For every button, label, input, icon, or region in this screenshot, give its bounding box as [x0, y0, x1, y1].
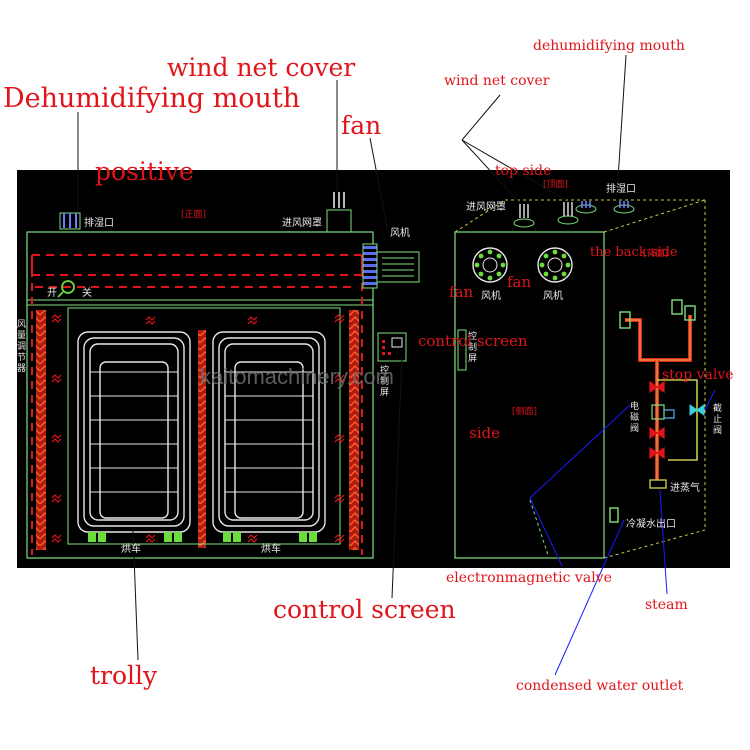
label-fengji-top: 风机 — [390, 226, 410, 239]
label-condensate-outlet: 冷凝水出口 — [626, 517, 676, 530]
control-screen-right — [457, 329, 467, 371]
front-body-outline — [26, 231, 374, 559]
annotations: Dehumidifying mouth wind net cover fan p… — [3, 38, 734, 694]
fan-right-2 — [537, 247, 573, 283]
steam-piping — [609, 299, 698, 523]
dehumidifying-mouth-left — [59, 212, 81, 230]
fan-right-1 — [472, 247, 508, 283]
left-heater-strip — [36, 310, 46, 550]
center-heater-strip — [198, 330, 206, 548]
label-jinfeng-left: 进风网罩 — [282, 217, 322, 229]
annotation-wind-net-cover-left: wind net cover — [167, 53, 355, 82]
side-door-line — [529, 499, 549, 556]
label-airflow-regulator-5: 器 — [17, 363, 26, 374]
wind-net-cover-right — [513, 202, 579, 228]
label-dingmian: [顶面] — [543, 179, 568, 190]
side-body-perspective — [454, 199, 706, 559]
label-paishikou-right: 排湿口 — [606, 182, 636, 195]
label-kai: 开 — [47, 288, 57, 299]
annotation-fan-right-2: fan — [449, 283, 473, 301]
label-solenoid-valve-3: 阀 — [630, 423, 639, 434]
label-control-screen-cn-right-2: 制 — [468, 341, 477, 353]
label-control-screen-cn-right-3: 屏 — [468, 353, 477, 364]
annotation-control-screen-bottom: control screen — [273, 595, 456, 624]
label-control-screen-cn-1: 控 — [380, 364, 389, 376]
label-solenoid-valve-1: 电 — [630, 400, 639, 412]
label-control-screen-cn-2: 制 — [380, 375, 389, 387]
trolley-1 — [77, 331, 191, 542]
annotation-side: side — [469, 424, 500, 442]
label-cemian: [侧面] — [512, 405, 537, 417]
label-airflow-regulator-1: 风 — [17, 319, 26, 330]
annotation-fan-right: fan — [507, 273, 531, 291]
label-zhengmian: [正面] — [181, 209, 206, 220]
air-duct-top — [31, 254, 363, 276]
dehumidifying-mouth-right — [575, 201, 635, 214]
label-control-screen-cn-right-1: 控 — [468, 330, 477, 342]
leader-lines-black — [77, 54, 627, 661]
label-trolley-2: 烘车 — [261, 542, 281, 555]
label-jinfeng-right: 进风网罩 — [466, 201, 506, 213]
label-fengji-2: 风机 — [543, 289, 563, 302]
control-screen-left — [377, 332, 407, 362]
annotation-control-screen-mid: control screen — [418, 332, 528, 350]
stop-valve-icon — [689, 404, 705, 416]
label-stop-valve-cn-3: 阀 — [713, 425, 722, 436]
annotation-positive: positive — [95, 157, 194, 186]
annotation-the-back-side: the back side — [590, 245, 678, 260]
watermark: kaitomachinery.com — [200, 364, 394, 389]
side-view — [454, 199, 706, 559]
annotation-stop-valve: stop valve — [662, 367, 734, 383]
label-trolley-1: 烘车 — [121, 542, 141, 555]
front-view — [26, 192, 420, 559]
side-body-front — [454, 231, 605, 559]
leader-lines-blue — [529, 389, 716, 676]
right-heater-strip — [349, 310, 359, 550]
annotation-fan-left: fan — [341, 111, 381, 140]
annotation-dehumidifying-mouth-right: dehumidifying mouth — [533, 38, 685, 54]
label-beimian: [背面] — [643, 247, 668, 259]
label-steam-inlet: 进蒸气 — [670, 481, 700, 494]
annotation-top-side: top side — [495, 163, 551, 179]
solenoid-valve-icon — [649, 380, 675, 460]
label-airflow-regulator-4: 节 — [17, 352, 26, 363]
annotation-steam: steam — [645, 597, 688, 613]
label-control-screen-cn-3: 屏 — [380, 387, 389, 398]
heat-arrows — [51, 314, 345, 543]
label-airflow-regulator-2: 量 — [17, 330, 26, 341]
annotation-electromagnetic-valve: electronmagnetic valve — [446, 570, 612, 586]
chinese-labels: 排湿口 [正面] 进风网罩 风机 开 关 风 量 调 节 器 控 制 屏 烘车 … — [17, 179, 722, 555]
label-airflow-regulator-3: 调 — [17, 341, 26, 352]
annotation-dehumidifying-mouth-left: Dehumidifying mouth — [3, 83, 300, 114]
annotation-trolly: trolly — [90, 661, 158, 690]
label-guan: 关 — [82, 286, 92, 299]
label-solenoid-valve-2: 磁 — [630, 411, 639, 423]
wind-net-cover-left — [326, 192, 352, 233]
annotation-condensed-water-outlet: condensed water outlet — [516, 678, 684, 694]
label-paishikou-left: 排湿口 — [84, 216, 114, 229]
annotation-wind-net-cover-right: wind net cover — [444, 73, 550, 89]
label-fengji-1: 风机 — [481, 289, 501, 302]
inner-chamber — [67, 307, 341, 545]
fan-left — [362, 243, 420, 289]
label-stop-valve-cn-1: 截 — [713, 402, 722, 414]
trolley-2 — [212, 331, 326, 542]
label-stop-valve-cn-2: 止 — [713, 413, 722, 425]
on-off-switch-icon — [57, 280, 75, 298]
